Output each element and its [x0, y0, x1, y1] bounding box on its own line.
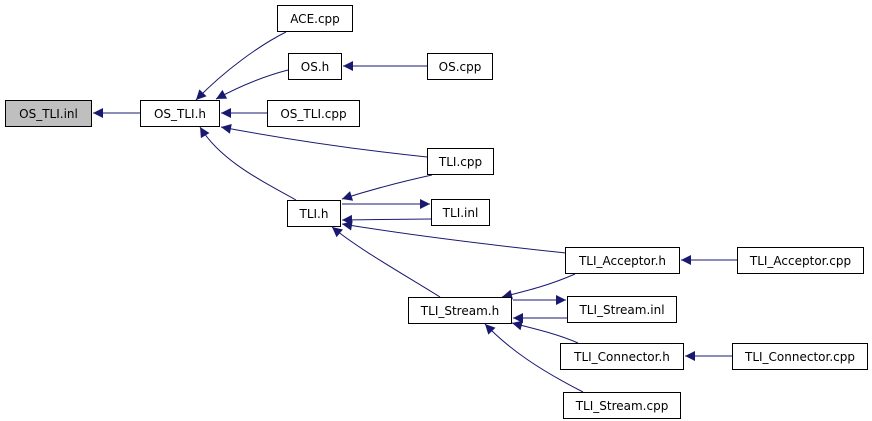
node-tli-acceptor-h[interactable]: TLI_Acceptor.h [565, 247, 680, 274]
node-label: ACE.cpp [290, 11, 340, 26]
edge-tli-inl-to-tli-h [341, 214, 432, 225]
edge-tli-acceptor-h-to-tli-h [341, 220, 567, 254]
node-label: TLI_Acceptor.h [578, 253, 667, 268]
node-label: TLI_Stream.h [420, 303, 500, 318]
node-tli-h[interactable]: TLI.h [287, 200, 341, 227]
edge-tli-acceptor-h-to-tli-stream-h [501, 273, 576, 300]
node-tli-connector-cpp[interactable]: TLI_Connector.cpp [732, 343, 868, 370]
node-label: OS.cpp [438, 59, 482, 74]
node-os-tli-h[interactable]: OS_TLI.h [140, 100, 220, 127]
node-tli-cpp[interactable]: TLI.cpp [427, 148, 494, 175]
node-label: OS.h [300, 59, 330, 74]
node-label: TLI_Connector.cpp [745, 349, 855, 364]
edge-tli-cpp-to-os-tli-h [220, 123, 428, 158]
edge-os-h-to-os-tli-h [215, 69, 289, 100]
node-tli-stream-h[interactable]: TLI_Stream.h [408, 297, 512, 324]
node-label: OS_TLI.h [153, 106, 207, 121]
edge-tli-cpp-to-tli-h [341, 174, 433, 201]
node-label: OS_TLI.inl [19, 106, 78, 121]
edge-tli-stream-h-to-tli-h [331, 226, 441, 298]
node-label: TLI.inl [442, 205, 479, 220]
node-tli-acceptor-cpp[interactable]: TLI_Acceptor.cpp [737, 247, 864, 274]
node-label: TLI.h [299, 206, 329, 221]
node-os-tli-inl[interactable]: OS_TLI.inl [5, 100, 92, 127]
node-label: TLI_Acceptor.cpp [749, 253, 852, 268]
node-tli-connector-h[interactable]: TLI_Connector.h [560, 343, 684, 370]
edge-ace-cpp-to-os-tli-h [195, 31, 287, 101]
node-ace-cpp[interactable]: ACE.cpp [277, 5, 353, 32]
node-label: TLI_Connector.h [574, 349, 670, 364]
node-label: TLI.cpp [438, 154, 483, 169]
node-os-cpp[interactable]: OS.cpp [427, 53, 493, 80]
edge-tli-stream-cpp-to-tli-stream-h [484, 323, 584, 393]
node-label: TLI_Stream.cpp [575, 398, 669, 413]
edge-tli-connector-h-to-tli-stream-h [511, 320, 579, 344]
node-label: TLI_Stream.inl [579, 302, 665, 317]
node-os-h[interactable]: OS.h [288, 53, 342, 80]
node-tli-stream-inl[interactable]: TLI_Stream.inl [567, 296, 677, 323]
edge-tli-h-to-os-tli-h [199, 126, 297, 201]
node-tli-inl[interactable]: TLI.inl [431, 199, 490, 226]
node-label: OS_TLI.cpp [280, 106, 347, 121]
node-tli-stream-cpp[interactable]: TLI_Stream.cpp [563, 392, 681, 419]
node-os-tli-cpp[interactable]: OS_TLI.cpp [267, 100, 360, 127]
